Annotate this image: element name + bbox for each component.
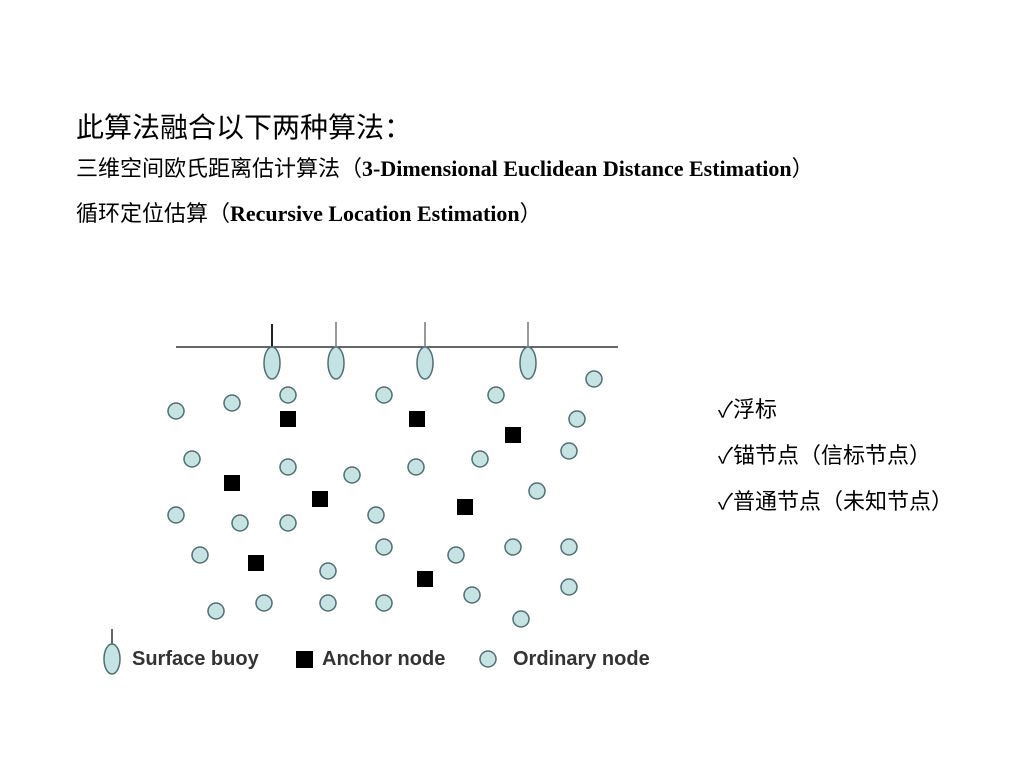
ordinary-node <box>463 586 481 604</box>
method-recursive: 循环定位估算（Recursive Location Estimation） <box>76 199 996 230</box>
surface-buoy <box>416 346 434 380</box>
ordinary-node <box>471 450 489 468</box>
ordinary-node <box>191 546 209 564</box>
ordinary-node <box>585 370 603 388</box>
legend-surface-buoy-label: Surface buoy <box>132 648 260 670</box>
anchor-node <box>457 499 473 515</box>
ordinary-node <box>167 506 185 524</box>
surface-buoy <box>519 346 537 380</box>
ordinary-node <box>407 458 425 476</box>
ordinary-node <box>504 538 522 556</box>
ordinary-node <box>487 386 505 404</box>
surface-buoy <box>327 346 345 380</box>
method-3d-suffix: ） <box>791 157 814 182</box>
bullet-anchor-text: 锚节点（信标节点） <box>733 444 932 469</box>
anchor-node <box>248 555 264 571</box>
anchor-node <box>280 411 296 427</box>
method-3d-euclidean: 三维空间欧氏距离估计算法（3-Dimensional Euclidean Dis… <box>76 154 996 185</box>
ordinary-node <box>207 602 225 620</box>
ordinary-node <box>375 386 393 404</box>
bullet-list: ✓浮标 ✓锚节点（信标节点） ✓普通节点（未知节点） <box>718 396 953 534</box>
anchor-node <box>505 427 521 443</box>
ordinary-nodes-group <box>167 370 603 628</box>
anchor-node <box>417 571 433 587</box>
bullet-buoy: ✓浮标 <box>718 396 953 442</box>
ordinary-node <box>375 538 393 556</box>
ordinary-node <box>279 458 297 476</box>
ordinary-node <box>512 610 530 628</box>
ordinary-node <box>528 482 546 500</box>
ordinary-node <box>375 594 393 612</box>
ordinary-node <box>255 594 273 612</box>
ordinary-node <box>319 562 337 580</box>
legend-anchor-node-label: Anchor node <box>322 648 445 670</box>
surface-buoy <box>263 346 281 380</box>
ordinary-node <box>343 466 361 484</box>
anchor-node <box>312 491 328 507</box>
ordinary-node <box>560 578 578 596</box>
legend-ordinary-icon <box>479 650 497 668</box>
ordinary-node <box>223 394 241 412</box>
buoys-group <box>263 322 537 380</box>
method-3d-english: 3-Dimensional Euclidean Distance Estimat… <box>362 156 792 181</box>
legend-ordinary-node-label: Ordinary node <box>513 648 650 670</box>
slide-heading: 此算法融合以下两种算法： <box>76 111 413 144</box>
bullet-anchor: ✓锚节点（信标节点） <box>718 442 953 488</box>
anchor-nodes-group <box>224 411 521 587</box>
ordinary-node <box>279 514 297 532</box>
legend-anchor-icon <box>296 651 313 668</box>
method-3d-prefix: 三维空间欧氏距离估计算法（ <box>76 157 363 182</box>
anchor-node <box>224 475 240 491</box>
bullet-ordinary: ✓普通节点（未知节点） <box>718 488 953 534</box>
legend: Surface buoy Anchor node Ordinary node <box>103 629 650 675</box>
ordinary-node <box>279 386 297 404</box>
anchor-node <box>409 411 425 427</box>
method-rec-prefix: 循环定位估算（ <box>76 202 231 227</box>
checkmark-icon: ✓ <box>718 398 734 423</box>
ordinary-node <box>560 538 578 556</box>
bullet-ordinary-text: 普通节点（未知节点） <box>733 490 954 515</box>
bullet-buoy-text: 浮标 <box>733 398 778 423</box>
ordinary-node <box>319 594 337 612</box>
ordinary-node <box>167 402 185 420</box>
ordinary-node <box>367 506 385 524</box>
ordinary-node <box>560 442 578 460</box>
method-rec-english: Recursive Location Estimation <box>230 201 520 226</box>
ordinary-node <box>183 450 201 468</box>
ordinary-node <box>231 514 249 532</box>
text-block: 此算法融合以下两种算法： 三维空间欧氏距离估计算法（3-Dimensional … <box>76 108 996 244</box>
method-rec-suffix: ） <box>519 202 542 227</box>
checkmark-icon: ✓ <box>718 444 734 469</box>
legend-buoy-icon <box>103 643 121 675</box>
ordinary-node <box>447 546 465 564</box>
checkmark-icon: ✓ <box>718 490 734 515</box>
ordinary-node <box>568 410 586 428</box>
